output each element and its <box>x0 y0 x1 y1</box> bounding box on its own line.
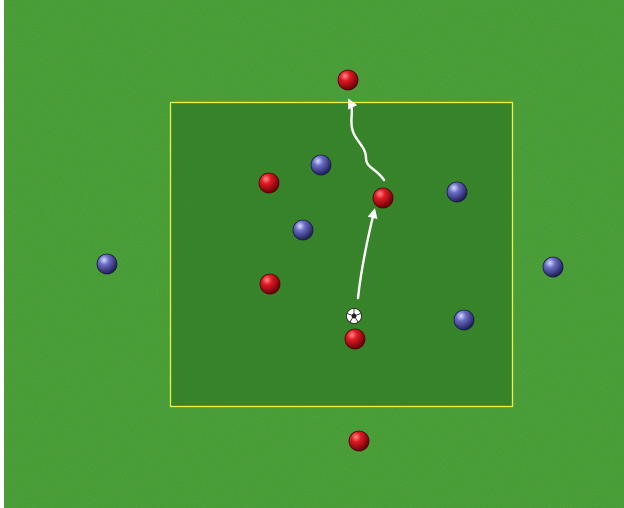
red-player-1 <box>338 70 358 90</box>
blue-player-5 <box>543 257 563 277</box>
playing-zone <box>171 103 513 407</box>
red-player-5 <box>345 329 365 349</box>
soccer-ball-icon <box>347 309 362 324</box>
red-player-6 <box>349 431 369 451</box>
red-player-4 <box>260 274 280 294</box>
blue-player-6 <box>454 310 474 330</box>
red-player-3 <box>373 188 393 208</box>
red-player-2 <box>259 173 279 193</box>
soccer-drill-diagram <box>4 0 624 508</box>
blue-player-2 <box>447 182 467 202</box>
blue-player-1 <box>311 155 331 175</box>
blue-player-3 <box>293 220 313 240</box>
blue-player-4 <box>97 254 117 274</box>
